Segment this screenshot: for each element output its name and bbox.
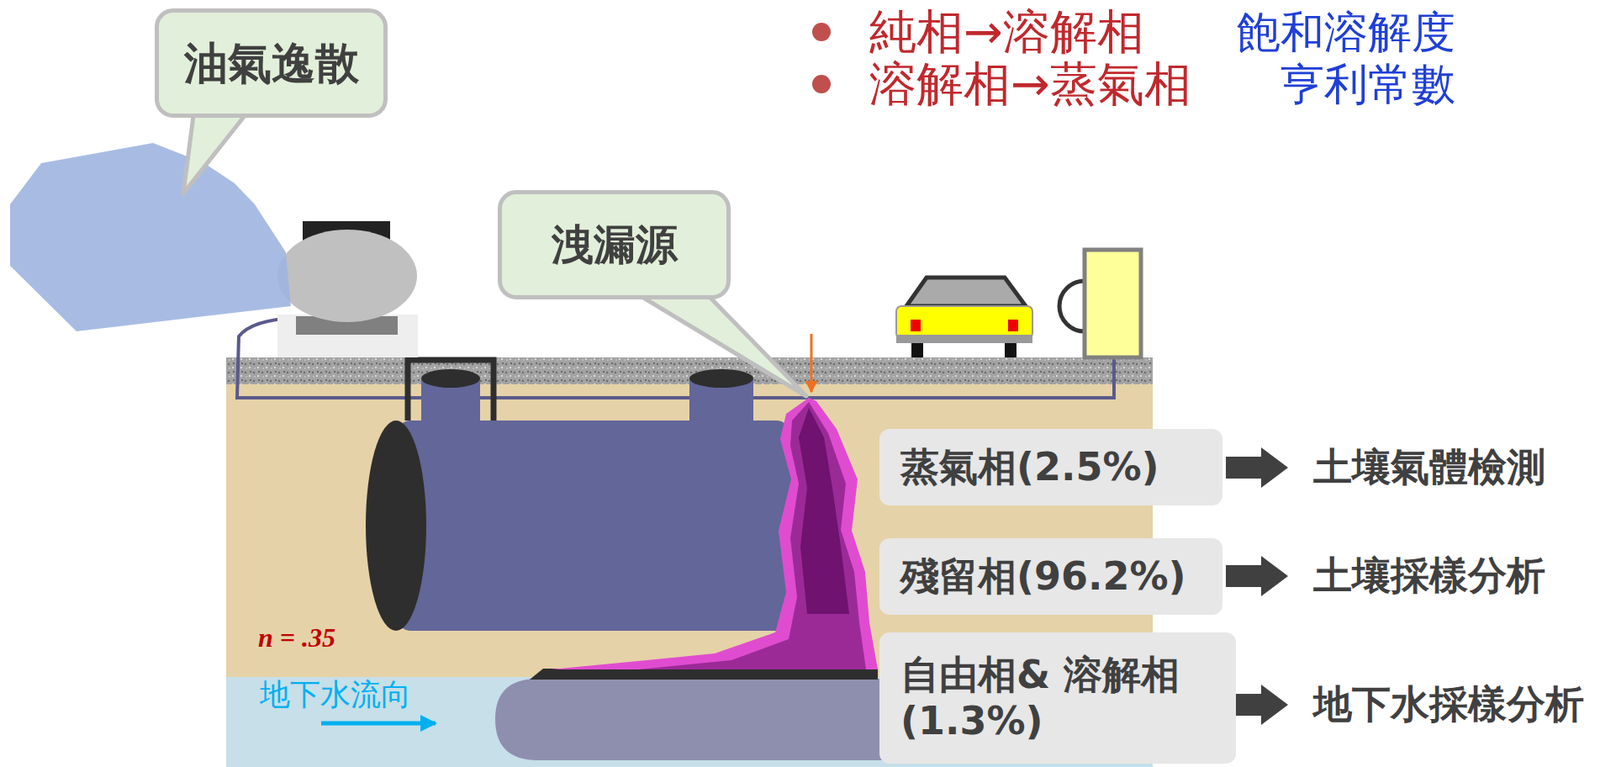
callout-bubble: 油氣逸散	[154, 8, 388, 118]
plume-middle	[638, 401, 867, 670]
node-text: 洩漏源	[551, 219, 678, 270]
process-step: 純相→溶解相	[869, 3, 1145, 60]
tank-body	[396, 420, 792, 631]
vapor-cloud	[10, 142, 291, 332]
phase-box: 殘留相(96.2%)	[879, 538, 1223, 615]
car-body	[896, 306, 1033, 338]
flow-arrow	[321, 721, 436, 726]
bullet-dot	[812, 74, 831, 94]
car-roof	[906, 277, 1026, 307]
node-text: 殘留相(96.2%)	[900, 553, 1187, 600]
node-text: 油氣逸散	[184, 36, 360, 90]
riser-cap	[421, 369, 481, 388]
callout-tail	[632, 290, 807, 397]
node-text: 蒸氣相(2.5%)	[900, 443, 1160, 491]
plume-inner	[798, 407, 850, 614]
leak-arrow	[810, 333, 814, 392]
plume-outer	[550, 397, 878, 670]
car-wheel	[911, 343, 924, 358]
truck-tank	[277, 229, 418, 323]
block-arrow	[1225, 555, 1289, 597]
phase-box: 蒸氣相(2.5%)	[879, 428, 1223, 506]
car-light	[910, 319, 921, 332]
water-table-line	[529, 668, 878, 680]
process-step: 溶解相→蒸氣相	[869, 55, 1192, 112]
method-label: 土壤氣體檢測	[1313, 443, 1546, 491]
callout-tail	[183, 109, 250, 194]
riser-cap	[689, 369, 754, 388]
method-label: 土壤採樣分析	[1313, 552, 1546, 599]
parameter-name: 飽和溶解度	[1236, 5, 1456, 59]
flow-label: 地下水流向	[259, 675, 412, 713]
node-text: 自由相& 溶解相(1.3%)	[900, 651, 1220, 745]
callout-bubble: 洩漏源	[497, 190, 731, 300]
car-light	[1008, 319, 1019, 332]
parameter-name: 亨利常數	[1280, 58, 1456, 111]
block-arrow	[1225, 447, 1289, 488]
porosity-label: n = .35	[258, 621, 336, 654]
fuel-dispenser	[1084, 249, 1141, 358]
method-label: 地下水採樣分析	[1313, 681, 1585, 728]
car-wheel	[1004, 343, 1017, 358]
phase-box: 自由相& 溶解相(1.3%)	[879, 632, 1236, 764]
bullet-dot	[812, 22, 831, 42]
dispenser-hose	[1059, 280, 1085, 332]
tank-end	[365, 420, 427, 631]
car-bumper	[896, 334, 1033, 344]
